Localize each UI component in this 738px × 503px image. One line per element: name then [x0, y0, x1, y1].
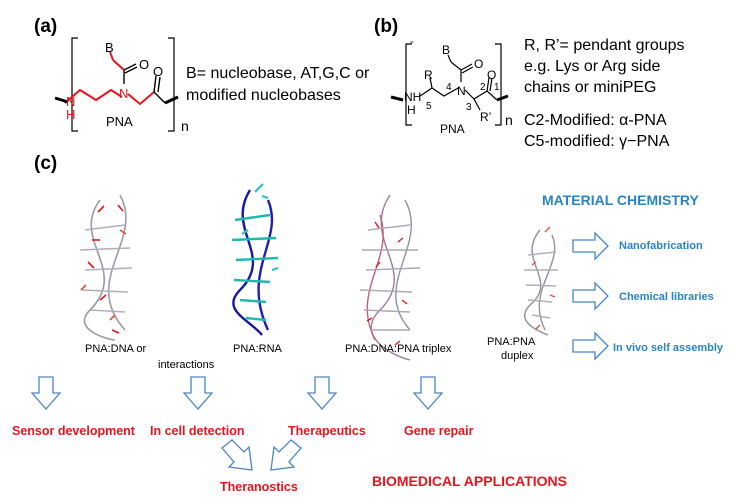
a-pna-name: PNA	[106, 114, 133, 129]
caption-pna-pna-line1: PNA:PNA	[487, 336, 536, 348]
panel-c-label: (c)	[34, 153, 58, 174]
b-atom-b: B	[442, 43, 451, 57]
b-pna-name: PNA	[440, 122, 465, 136]
a-atom-nh-h: H	[66, 107, 76, 122]
bio-item-theranostics: Theranostics	[220, 480, 298, 494]
b-description-line3: chains or miniPEG	[524, 79, 657, 96]
pna-rna-helix-image	[231, 183, 279, 336]
material-item-nanofabrication: Nanofabrication	[619, 240, 703, 252]
pna-pna-duplex-image	[523, 226, 558, 336]
panel-b-label: (b)	[374, 16, 399, 37]
b-description-line5: C5-modified: γ−PNA	[524, 133, 670, 150]
b-num-4: 4	[446, 82, 452, 93]
a-description-line2: modified nucleobases	[186, 87, 341, 104]
caption-pna-dna-line2: interactions	[158, 359, 215, 371]
arrow-diagonal-icon	[221, 439, 253, 471]
caption-triplex: PNA:DNA:PNA triplex	[345, 343, 452, 355]
bio-item-gene-repair: Gene repair	[404, 424, 474, 438]
panel-a-label: (a)	[34, 16, 58, 37]
a-description-line1: B= nucleobase, AT,G,C or	[186, 65, 370, 82]
arrow-right-icon	[572, 281, 609, 311]
caption-pna-rna: PNA:RNA	[233, 343, 282, 355]
b-atom-o2: O	[487, 68, 497, 82]
a-atom-n: N	[119, 86, 129, 101]
material-item-in-vivo-self-assembly: In vivo self assembly	[613, 342, 724, 354]
b-num-2: 2	[480, 82, 486, 93]
b-num-5: 5	[426, 101, 432, 112]
material-chemistry-title: MATERIAL CHEMISTRY	[542, 192, 699, 208]
arrow-right-icon	[572, 231, 609, 261]
b-description-line2: e.g. Lys or Arg side	[524, 58, 661, 75]
b-atom-h: H	[407, 103, 416, 117]
biomedical-applications-title: BIOMEDICAL APPLICATIONS	[372, 473, 567, 489]
material-item-chemical-libraries: Chemical libraries	[619, 291, 714, 303]
b-num-3: 3	[466, 102, 472, 113]
a-atom-o1: O	[139, 57, 150, 72]
bio-item-sensor-development: Sensor development	[12, 424, 135, 438]
a-subscript-n: n	[181, 118, 189, 134]
b-atom-r: R	[424, 68, 433, 82]
arrow-down-icon	[306, 376, 338, 410]
bio-item-in-cell-detection: In cell detection	[150, 424, 245, 438]
b-description-line1: R, R’= pendant groups	[524, 37, 685, 54]
a-atom-nh-n: N	[66, 94, 76, 109]
arrow-down-icon	[30, 376, 62, 410]
b-atom-nh: NH	[404, 90, 422, 104]
b-subscript-n: n	[505, 112, 513, 128]
arrow-down-icon	[182, 376, 214, 410]
b-atom-n: N	[457, 84, 466, 98]
pna-dna-helix-image	[79, 194, 133, 341]
caption-pna-dna-line1: PNA:DNA or	[85, 343, 147, 355]
b-dash: -	[410, 36, 414, 48]
arrow-diagonal-icon	[270, 439, 302, 471]
pna-dna-pna-triplex-image	[359, 194, 421, 361]
arrow-down-icon	[412, 376, 444, 410]
a-atom-b: B	[105, 40, 114, 55]
caption-pna-pna-line2: duplex	[501, 350, 534, 362]
b-atom-o1: O	[474, 57, 484, 71]
bio-item-therapeutics: Therapeutics	[288, 424, 366, 438]
b-description-line4: C2-Modified: α-PNA	[524, 112, 667, 129]
b-atom-rprime: R’	[480, 110, 492, 124]
b-num-1: 1	[494, 82, 500, 93]
a-atom-o2: O	[153, 64, 164, 79]
arrow-right-icon	[572, 331, 609, 361]
